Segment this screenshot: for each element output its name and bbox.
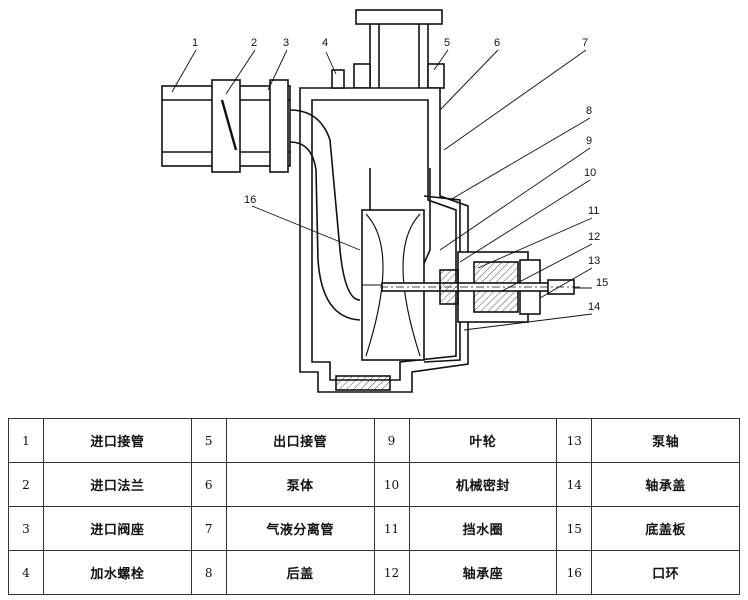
part-name: 加水螺栓 [43, 550, 192, 595]
part-name: 叶轮 [408, 418, 558, 463]
part-number: 8 [190, 550, 227, 595]
part-name: 进口法兰 [43, 462, 192, 507]
part-number: 12 [373, 550, 410, 595]
part-number: 5 [190, 418, 227, 463]
callout-1: 1 [192, 37, 198, 49]
callout-3: 3 [283, 37, 289, 49]
callout-13: 13 [588, 255, 600, 267]
callout-16: 16 [244, 194, 256, 206]
part-number: 13 [556, 418, 593, 463]
callout-12: 12 [588, 231, 600, 243]
part-number: 10 [373, 462, 410, 507]
part-number: 14 [556, 462, 593, 507]
part-name: 泵轴 [591, 418, 740, 463]
part-number: 16 [556, 550, 593, 595]
part-number: 9 [373, 418, 410, 463]
leader-lines [171, 49, 593, 331]
callout-15: 15 [596, 277, 608, 289]
part-name: 进口接管 [43, 418, 192, 463]
callout-5: 5 [444, 37, 450, 49]
table-row: 4 加水螺栓 8 后盖 12 轴承座 16 口环 [8, 550, 740, 595]
pump-cross-section-drawing: 1 2 3 4 5 6 7 8 9 10 11 12 13 15 14 16 [161, 9, 608, 393]
part-number: 3 [8, 506, 44, 551]
table-row: 2 进口法兰 6 泵体 10 机械密封 14 轴承盖 [8, 462, 740, 507]
callout-2: 2 [251, 37, 257, 49]
part-name: 出口接管 [225, 418, 375, 463]
part-number: 15 [556, 506, 593, 551]
parts-list-table: 1 进口接管 5 出口接管 9 叶轮 13 泵轴 2 进口法兰 6 泵体 10 … [8, 418, 740, 595]
part-name: 进口阀座 [43, 506, 192, 551]
part-name: 轴承座 [408, 550, 558, 595]
part-number: 7 [190, 506, 227, 551]
callout-4: 4 [322, 37, 328, 49]
part-number: 4 [8, 550, 44, 595]
part-number: 1 [8, 418, 44, 463]
part-name: 气液分离管 [225, 506, 375, 551]
part-name: 泵体 [225, 462, 375, 507]
part-number: 11 [373, 506, 410, 551]
part-name: 口环 [591, 550, 740, 595]
part-name: 挡水圈 [408, 506, 558, 551]
part-name: 机械密封 [408, 462, 558, 507]
callout-6: 6 [494, 37, 500, 49]
callout-10: 10 [584, 167, 596, 179]
part-number: 2 [8, 462, 44, 507]
table-row: 3 进口阀座 7 气液分离管 11 挡水圈 15 底盖板 [8, 506, 740, 551]
callout-8: 8 [586, 105, 592, 117]
part-name: 轴承盖 [591, 462, 740, 507]
callout-numbers: 1 2 3 4 5 6 7 8 9 10 11 12 13 15 14 16 [192, 37, 608, 313]
callout-9: 9 [586, 135, 592, 147]
callout-11: 11 [588, 205, 599, 217]
part-number: 6 [190, 462, 227, 507]
table-row: 1 进口接管 5 出口接管 9 叶轮 13 泵轴 [8, 418, 740, 463]
part-name: 后盖 [225, 550, 375, 595]
callout-14: 14 [588, 301, 600, 313]
part-name: 底盖板 [591, 506, 740, 551]
pump-body-outline [161, 9, 580, 393]
callout-7: 7 [582, 37, 588, 49]
